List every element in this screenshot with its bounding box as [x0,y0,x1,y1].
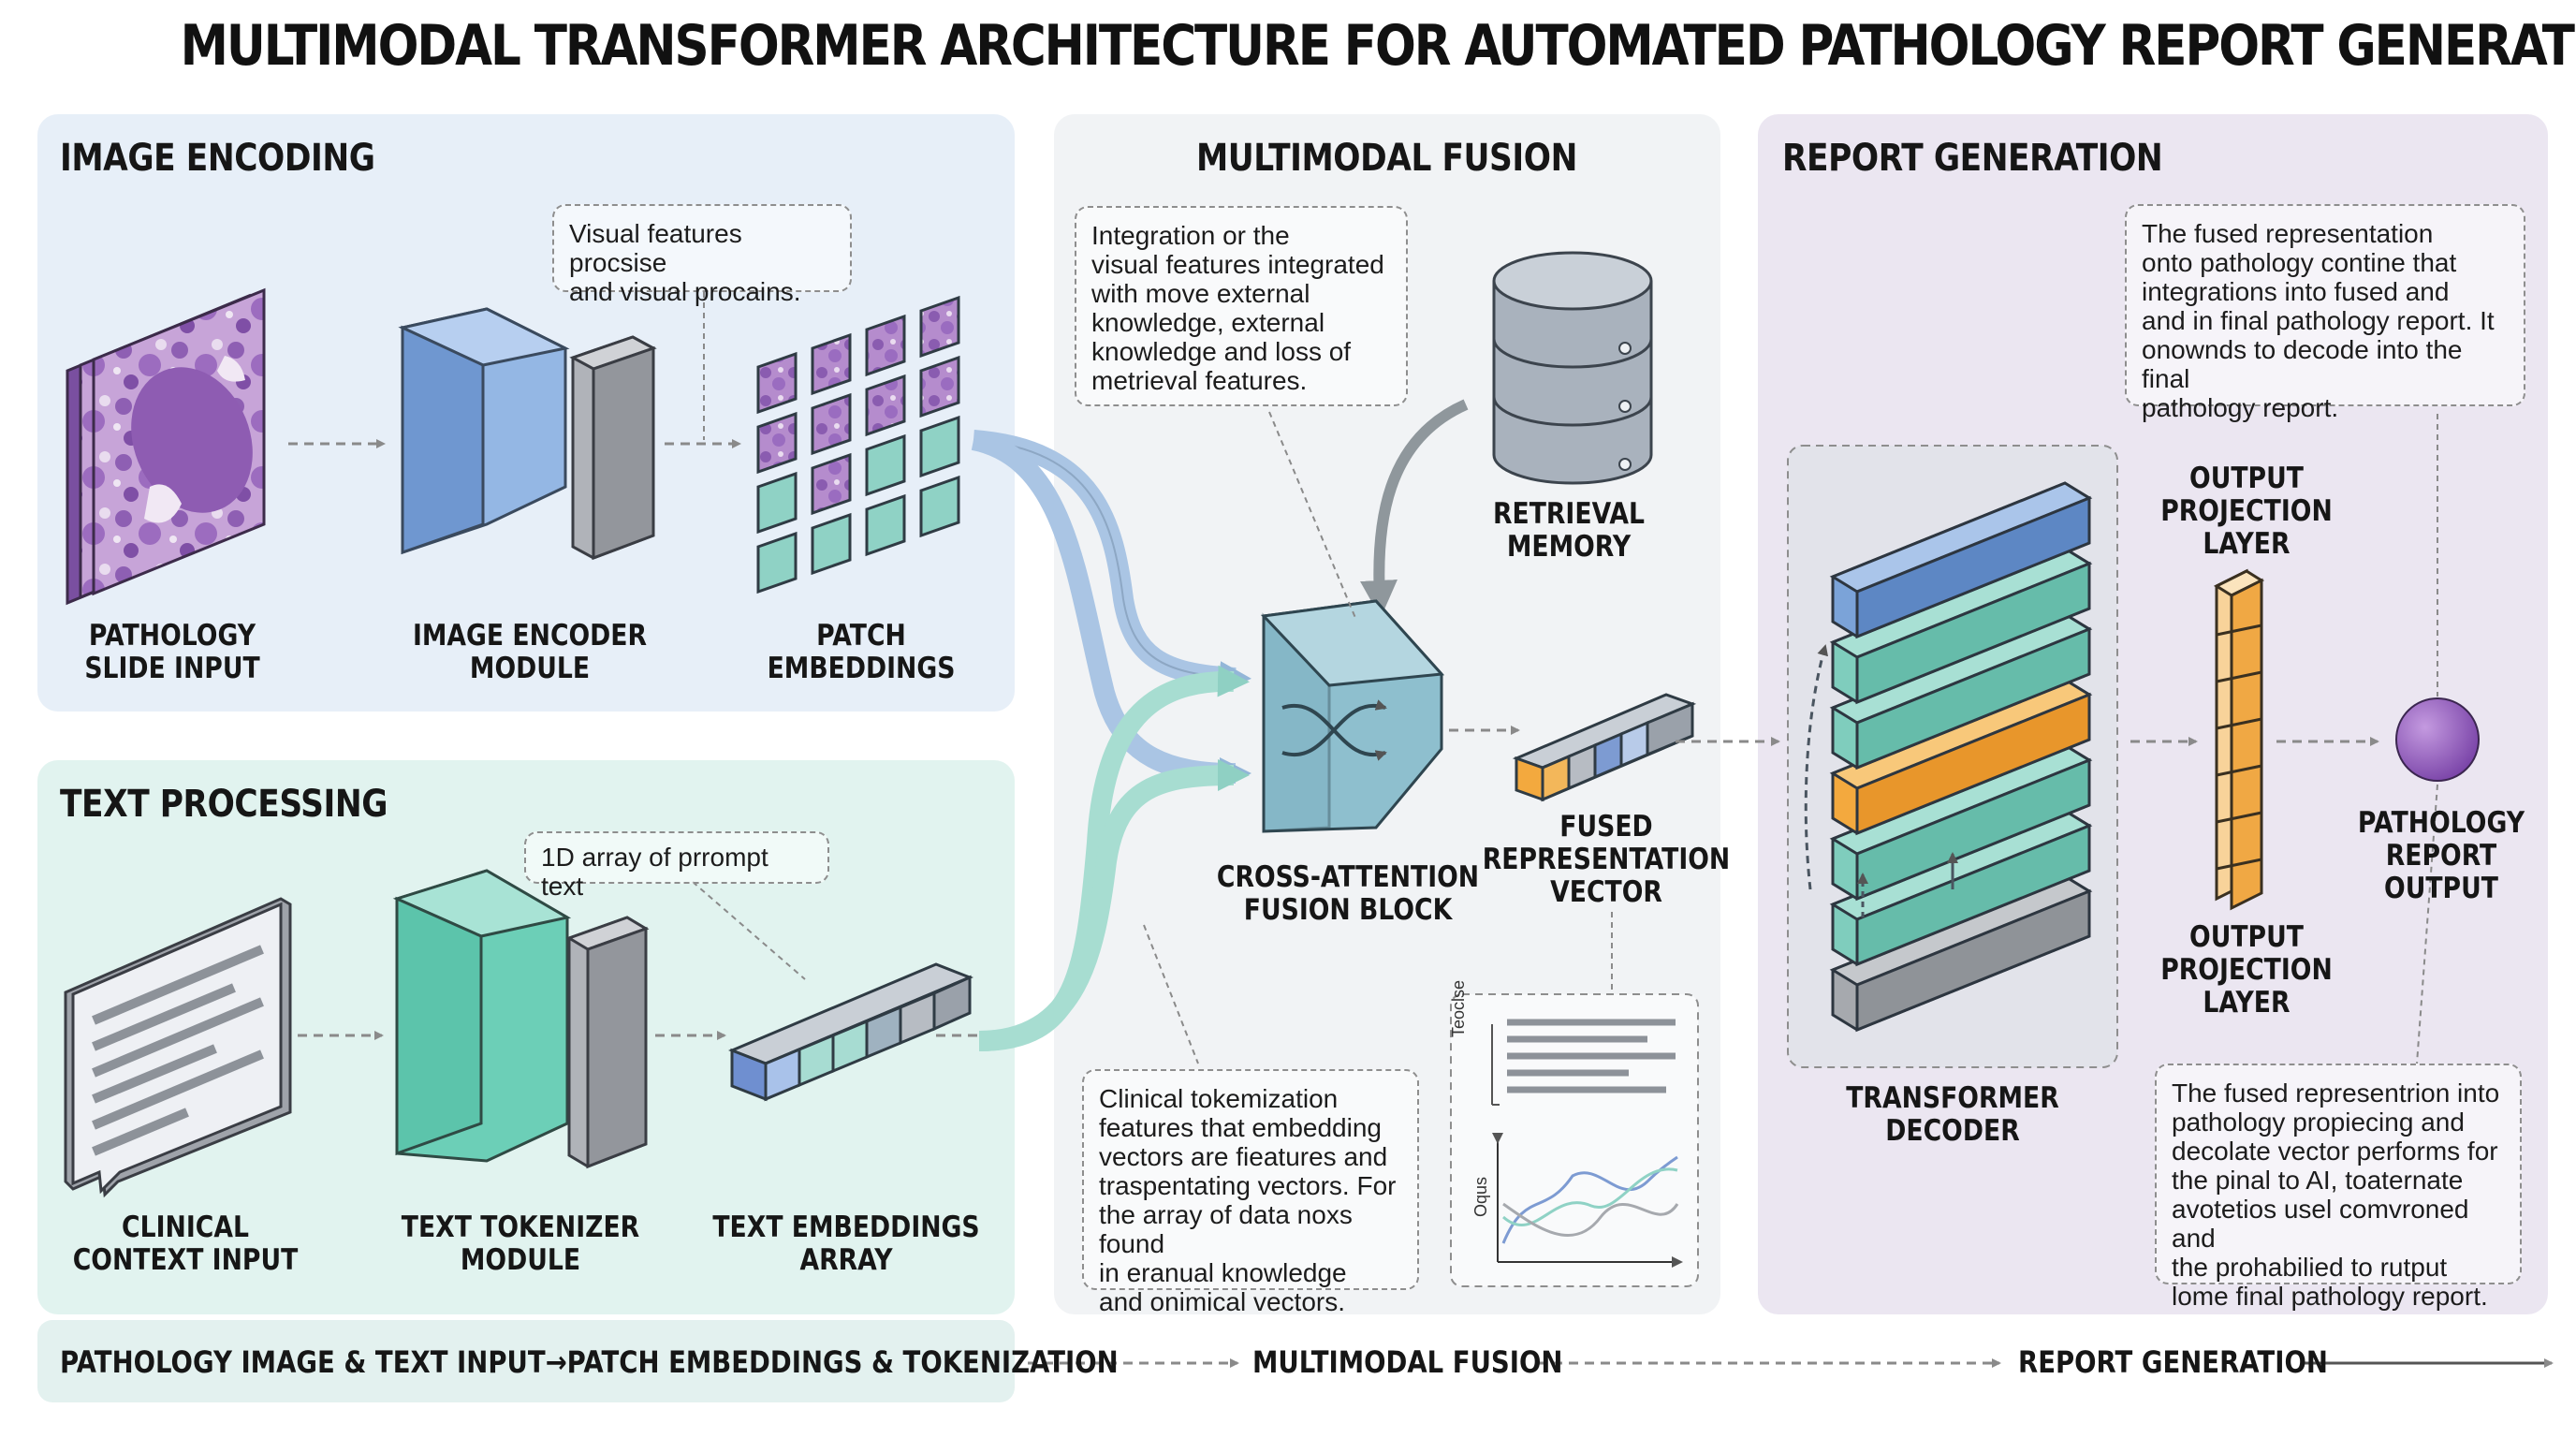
cross-attention-label: CROSS-ATTENTION FUSION BLOCK [1216,860,1480,927]
mini-line-chart [1492,1133,1683,1268]
image-to-fusion-arrows [971,430,1251,789]
mini-chart-card [1450,993,1699,1287]
pathology-report-output-sphere [2395,697,2480,782]
fused-representation-vector [1512,693,1697,802]
flow-step-1-text: PATHOLOGY IMAGE & TEXT INPUT [60,1344,546,1380]
page-title: MULTIMODAL TRANSFORMER ARCHITECTURE FOR … [180,13,2576,79]
fusion-title: MULTIMODAL FUSION [1196,137,1577,180]
flow-step-4: REPORT GENERATION [2018,1344,2328,1380]
fused-vector-label: FUSED REPRESENTATION VECTOR [1482,810,1731,909]
text-tokenizer-label: TEXT TOKENIZER MODULE [401,1211,640,1277]
output-projection-bottom-label: OUTPUT PROJECTION LAYER [2160,920,2333,1020]
patch-embeddings-label: PATCH EMBEDDINGS [767,619,956,685]
flow-arrow-glyph: → [545,1344,567,1380]
memory-to-fusion-arrow [1360,399,1469,618]
text-processing-note: 1D array of prrompt text [524,831,829,901]
text-to-fusion-arrows [978,665,1250,1051]
transformer-decoder-label: TRANSFORMER DECODER [1846,1081,2059,1148]
clinical-context-speech-bubble [64,897,292,1198]
flow-bar [37,1320,1015,1402]
text-tokenizer-module [392,869,650,1169]
image-encoder-module [398,307,657,561]
image-encoder-label: IMAGE ENCODER MODULE [412,619,648,685]
text-embeddings-label: TEXT EMBEDDINGS ARRAY [712,1211,980,1277]
text-processing-title: TEXT PROCESSING [60,783,388,826]
clinical-context-label: CLINICAL CONTEXT INPUT [72,1211,299,1277]
fusion-bottom-note: Clinical tokemization features that embe… [1082,1069,1419,1316]
flow-step-1: PATHOLOGY IMAGE & TEXT INPUT→PATCH EMBED… [60,1344,1119,1380]
mini-chart-text-lines [1507,1019,1676,1093]
output-projection-top-label: OUTPUT PROJECTION LAYER [2160,462,2333,561]
fusion-top-note: Integration or the visual features integ… [1075,206,1408,406]
cross-attention-fusion-block [1260,599,1445,833]
report-top-note: The fused representation onto pathology … [2125,204,2525,422]
retrieval-memory-database-icon [1492,251,1653,485]
image-encoding-title: IMAGE ENCODING [60,137,375,180]
image-encoding-note: Visual features procsise and visual proc… [552,204,852,306]
flow-step-3: MULTIMODAL FUSION [1252,1344,1563,1380]
pathology-slide-label: PATHOLOGY SLIDE INPUT [84,619,260,685]
mini-chart-top-label: Teoclse [1449,979,1468,1037]
text-embeddings-array [728,962,973,1102]
pathology-slide-stack [66,287,266,606]
mini-chart-side-label: Oqus [1471,1176,1490,1217]
report-title: REPORT GENERATION [1782,137,2163,180]
retrieval-memory-label: RETRIEVAL MEMORY [1492,497,1646,564]
patch-embeddings-grid [756,295,960,594]
report-bottom-note: The fused representrion into pathology p… [2155,1064,2522,1311]
output-projection-layer-column [2213,568,2265,911]
transformer-decoder-stack [1829,481,2093,1033]
flow-step-2-text: PATCH EMBEDDINGS & TOKENIZATION [566,1344,1119,1380]
pathology-report-output-label: PATHOLOGY REPORT OUTPUT [2357,806,2525,905]
